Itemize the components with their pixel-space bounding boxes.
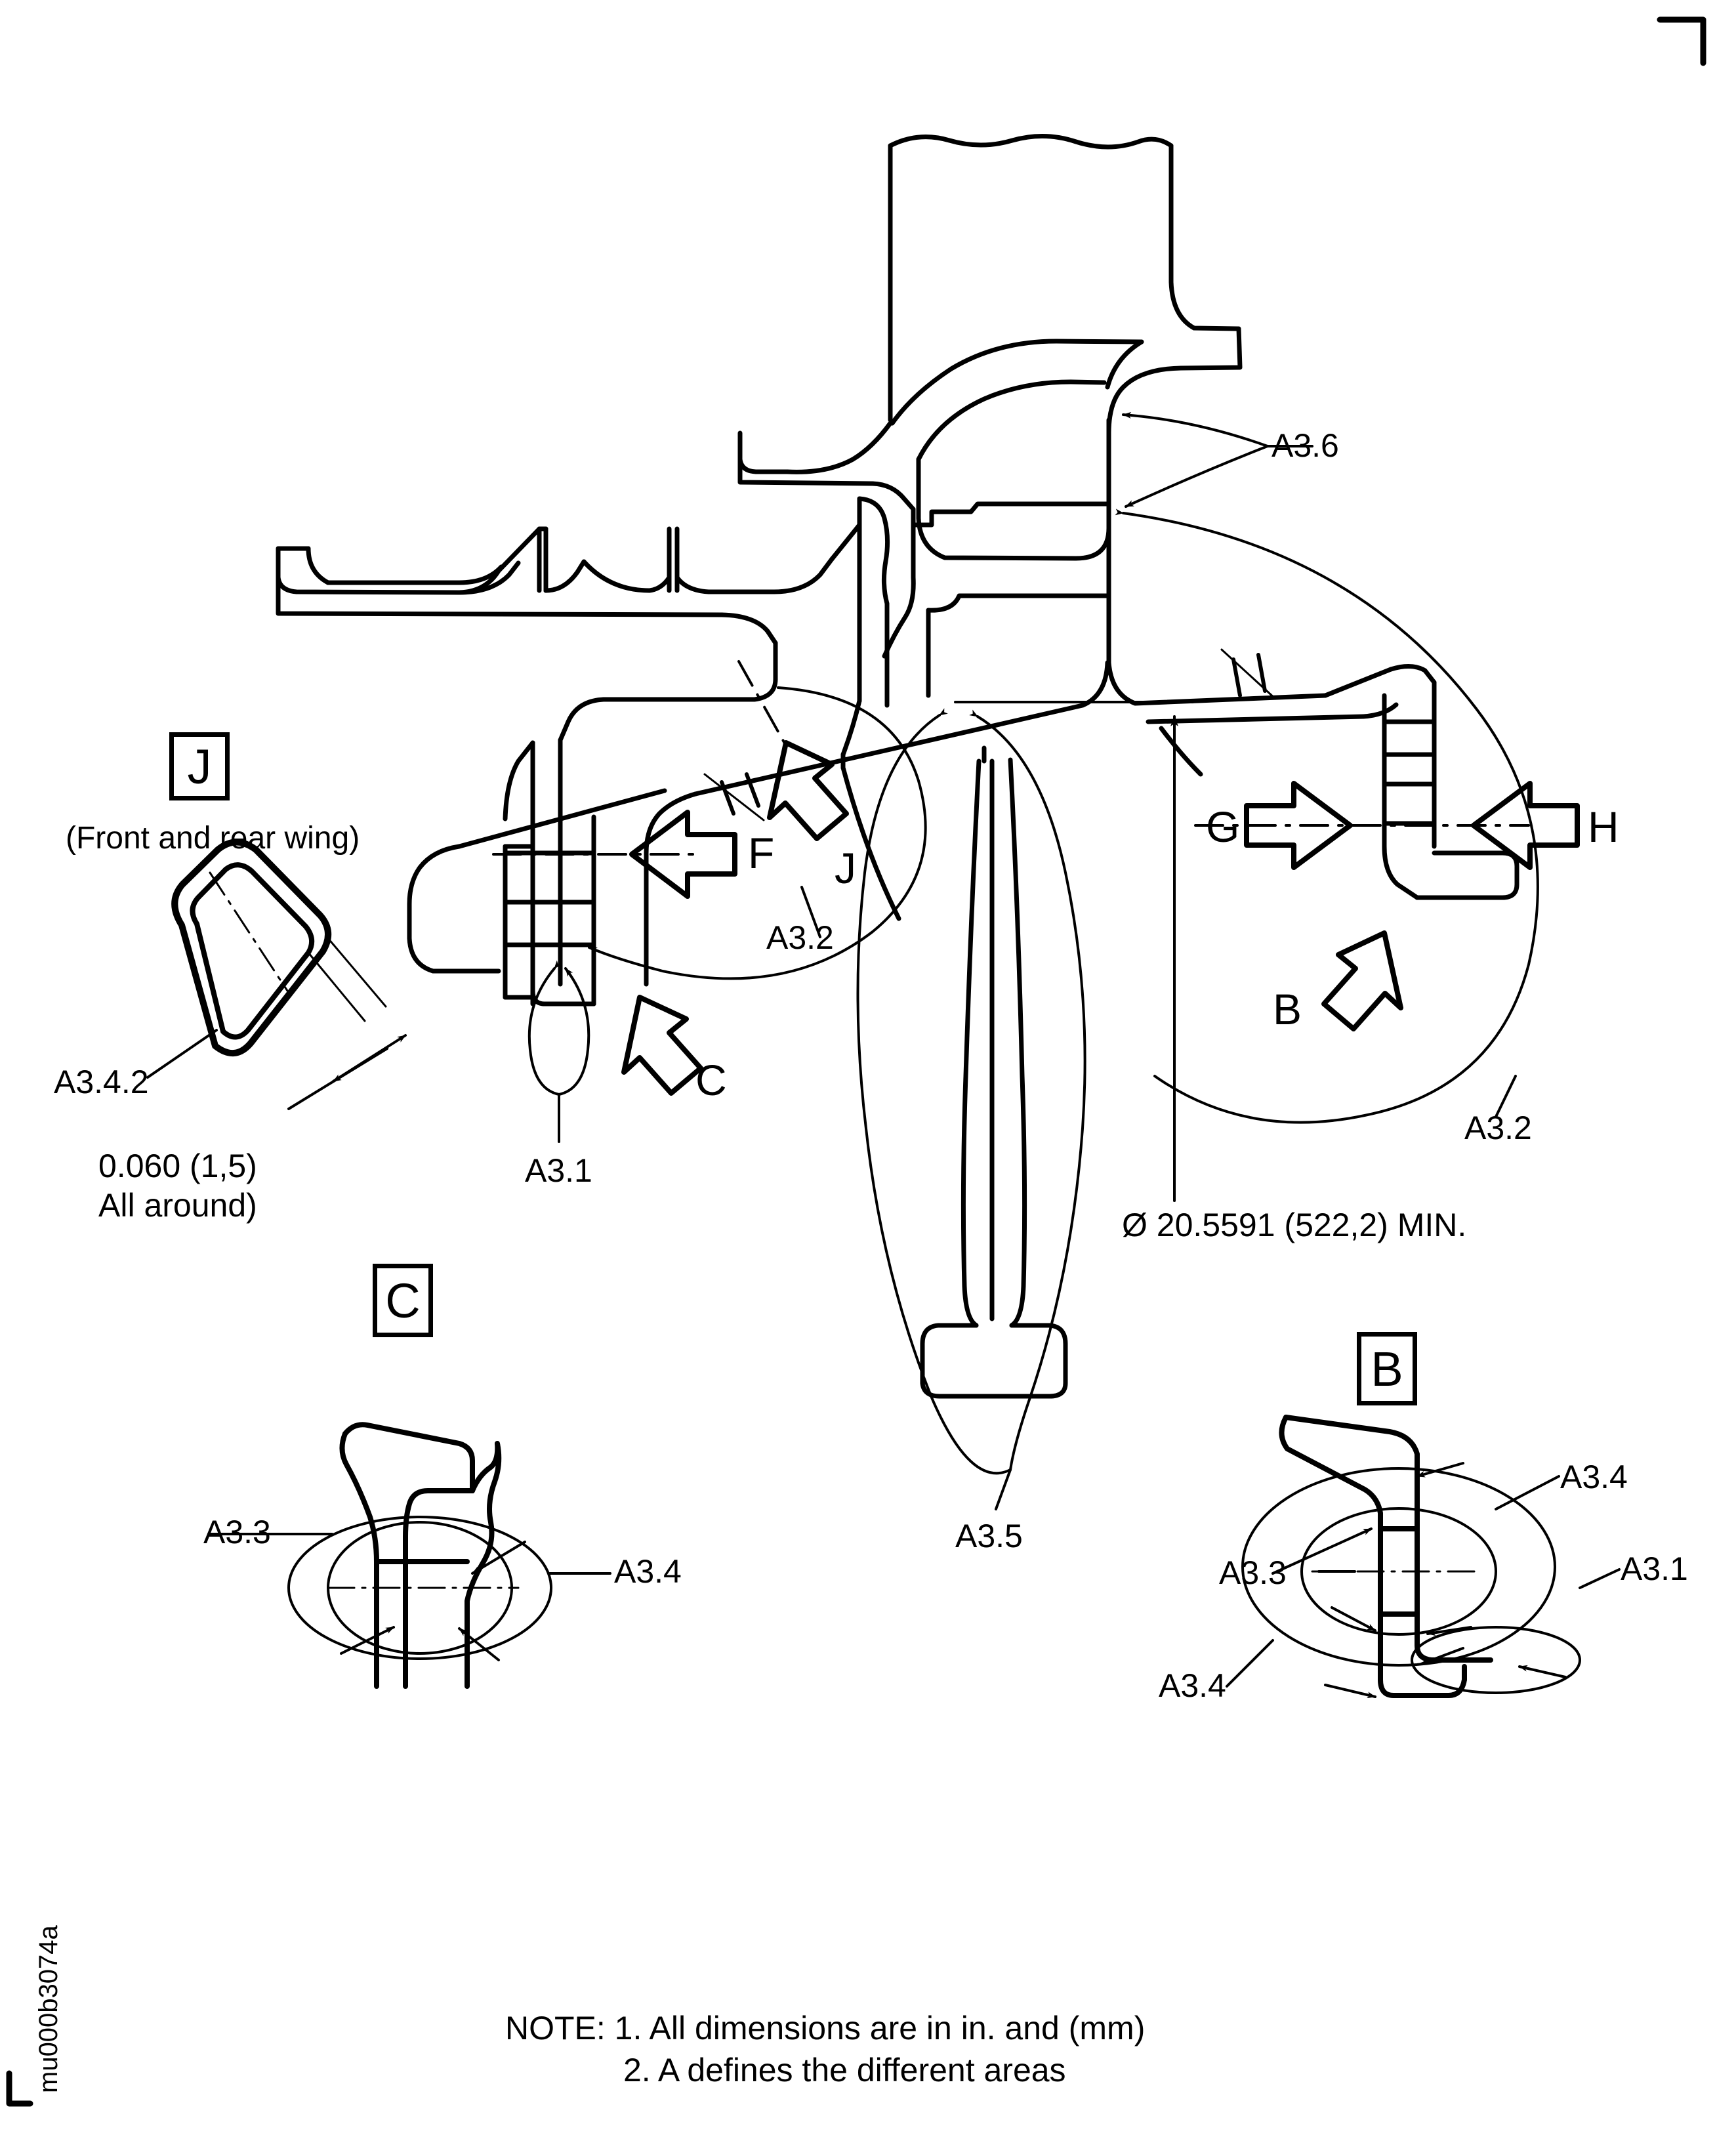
section-letter-G: G (1206, 802, 1240, 851)
section-arrow-B (1321, 930, 1403, 1031)
detail-b-label-top-right: A3.4 (1560, 1459, 1628, 1495)
section-letter-H: H (1588, 802, 1619, 851)
label-a36: A3.6 (1271, 427, 1339, 464)
detail-b-label-bottom-left: A3.4 (1159, 1667, 1226, 1704)
main-section-outline (276, 133, 1519, 1399)
leader-a36 (1122, 411, 1313, 508)
section-arrow-G (1244, 781, 1353, 870)
label-a32-right: A3.2 (1464, 1110, 1532, 1146)
sheet-drawing-code: mu000b3074a (34, 1925, 63, 2093)
leader-a35 (856, 708, 1086, 1510)
label-a32-left: A3.2 (766, 919, 834, 956)
note-line-1: NOTE: 1. All dimensions are in in. and (… (505, 2010, 1146, 2046)
detail-j-geometry (146, 839, 407, 1110)
label-a31: A3.1 (525, 1152, 592, 1189)
diameter-dimension (954, 701, 1194, 1202)
section-letter-C: C (695, 1056, 727, 1104)
detail-b-label-center-left: A3.3 (1219, 1554, 1287, 1591)
label-a35: A3.5 (955, 1518, 1023, 1554)
corner-mark-bottom-left (6, 2070, 33, 2107)
detail-j-subtitle: (Front and rear wing) (66, 821, 360, 856)
detail-c-label-left: A3.3 (203, 1514, 271, 1550)
leader-a36-branch (1115, 509, 1539, 1124)
section-arrow-C (621, 995, 703, 1096)
detail-view-title-j: J (169, 732, 230, 800)
section-letter-J: J (835, 844, 856, 892)
break-marks (703, 648, 1277, 821)
section-arrow-F (629, 810, 737, 899)
leader-a32-left (588, 686, 927, 980)
note-line-2: 2. A defines the different areas (623, 2052, 1066, 2088)
detail-c-geometry (207, 1422, 611, 1689)
detail-j-label-area: A3.4.2 (54, 1064, 149, 1100)
detail-b-label-lower-right: A3.1 (1621, 1550, 1688, 1587)
corner-mark-top-right (1657, 16, 1706, 66)
detail-view-title-b: B (1357, 1332, 1417, 1405)
leader-a32-right (1495, 1075, 1517, 1118)
detail-c-label-right: A3.4 (614, 1553, 682, 1590)
section-arrow-J (767, 740, 849, 841)
section-arrow-H (1471, 781, 1580, 870)
leader-a31 (527, 960, 590, 1143)
detail-b-geometry (1226, 1415, 1621, 1699)
section-letter-B: B (1273, 985, 1302, 1033)
detail-j-dim-line2: All around) (98, 1187, 257, 1224)
section-letter-F: F (748, 829, 775, 877)
detail-view-title-c: C (373, 1264, 433, 1337)
detail-j-dim-line1: 0.060 (1,5) (98, 1148, 257, 1184)
label-diameter-dimension: Ø 20.5591 (522,2) MIN. (1122, 1207, 1467, 1243)
